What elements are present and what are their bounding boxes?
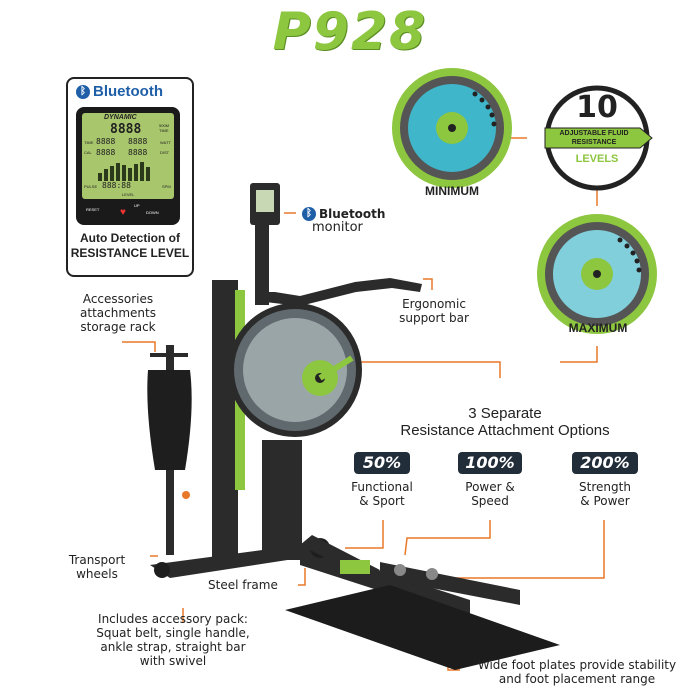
ergonomic-callout: Ergonomic support bar: [398, 297, 470, 325]
maximum-dial-illustration: [537, 214, 657, 334]
accessories-line1: Accessories: [82, 292, 154, 306]
lcd-display: DYNAMIC 8888 500M TIME TIME CAL WATT DIS…: [82, 113, 174, 199]
maximum-label: MAXIMUM: [568, 321, 628, 335]
bluetooth-monitor-brand: Bluetooth: [319, 207, 386, 221]
console-up-button[interactable]: UP: [134, 203, 140, 208]
attachment-option-50: 50% Functional & Sport: [346, 452, 418, 508]
adjustable-text: ADJUSTABLE FLUID RESISTANCE: [548, 129, 640, 147]
lcd-label-dist: DIST: [160, 150, 170, 155]
adjustable-line1: ADJUSTABLE FLUID: [559, 130, 629, 137]
lcd-main-digits: 8888: [110, 122, 142, 137]
accessories-line2: attachments: [80, 306, 156, 320]
attachment-option-100: 100% Power & Speed: [454, 452, 526, 508]
monitor-panel: ᛒ Bluetooth DYNAMIC 8888 500M TIME TIME …: [66, 77, 194, 277]
console-reset-button[interactable]: RESET: [86, 207, 100, 212]
bluetooth-label: Bluetooth: [93, 83, 163, 100]
attachments-heading-line2: Resistance Attachment Options: [400, 422, 610, 439]
attachment-pct-200: 200%: [572, 452, 638, 474]
minimum-dial-illustration: [392, 68, 512, 188]
accessories-line3: storage rack: [80, 320, 156, 334]
foot-line2: and foot placement range: [498, 672, 656, 686]
pack-line4: with swivel: [139, 654, 207, 668]
product-title: P928: [272, 2, 428, 62]
levels-count: 10: [576, 90, 618, 125]
attachment-50-line2: & Sport: [359, 494, 405, 508]
lcd-digits-a: 8888: [96, 137, 116, 146]
lcd-label-500m: 500M TIME: [159, 123, 170, 133]
bluetooth-monitor-text: monitor: [312, 220, 363, 235]
heart-icon: ♥: [120, 207, 126, 218]
lcd-level-bars: [98, 162, 150, 181]
attachment-100-line1: Power &: [465, 480, 515, 494]
pack-line2: Squat belt, single handle,: [96, 626, 250, 640]
accessory-pack-callout: Includes accessory pack: Squat belt, sin…: [78, 612, 268, 668]
attachment-option-200: 200% Strength & Power: [568, 452, 642, 508]
bluetooth-icon: ᛒ: [76, 84, 90, 99]
attachment-100-line2: Speed: [471, 494, 509, 508]
console-down-button[interactable]: DOWN: [146, 210, 159, 215]
monitor-bluetooth-badge: ᛒ Bluetooth: [76, 83, 163, 100]
transport-line1: Transport: [68, 553, 126, 567]
levels-label: LEVELS: [575, 153, 619, 165]
lcd-label-pulse: PULSE: [84, 184, 98, 189]
ergonomic-line1: Ergonomic: [402, 297, 466, 311]
lcd-digits-d: 8888: [128, 148, 148, 157]
lcd-label-spm: SPM: [162, 184, 171, 189]
adjustable-line2: RESISTANCE: [571, 139, 617, 146]
lcd-digits-b: 8888: [128, 137, 148, 146]
bluetooth-monitor-callout: ᛒ Bluetooth monitor: [302, 207, 385, 235]
transport-line2: wheels: [76, 567, 118, 581]
minimum-label: MINIMUM: [425, 184, 479, 198]
attachments-heading: 3 Separate Resistance Attachment Options: [355, 405, 655, 439]
monitor-caption-line1: Auto Detection of: [80, 231, 180, 245]
attachment-pct-100: 100%: [458, 452, 522, 474]
lcd-label-watt: WATT: [160, 140, 171, 145]
accessories-callout: Accessories attachments storage rack: [70, 292, 166, 334]
lcd-label-cal: CAL: [84, 150, 92, 155]
callout-lines: [122, 137, 605, 671]
bluetooth-monitor-badge: ᛒ Bluetooth: [302, 207, 385, 221]
transport-callout: Transport wheels: [64, 553, 130, 581]
steel-frame-callout: Steel frame: [208, 578, 278, 592]
pack-line3: ankle strap, straight bar: [100, 640, 246, 654]
bluetooth-monitor-icon: ᛒ: [302, 207, 316, 221]
lcd-label-time: TIME: [84, 140, 94, 145]
attachment-50-line1: Functional: [351, 480, 413, 494]
lcd-digits-c: 8888: [96, 148, 116, 157]
monitor-caption: Auto Detection of RESISTANCE LEVEL: [68, 231, 192, 261]
lcd-digits-level: 888:88: [102, 181, 131, 190]
foot-line1: Wide foot plates provide stability: [477, 658, 677, 672]
attachment-200-line2: & Power: [580, 494, 630, 508]
attachment-200-line1: Strength: [579, 480, 631, 494]
console-brand: DYNAMIC: [104, 114, 137, 121]
foot-plates-callout: Wide foot plates provide stability and f…: [462, 658, 692, 686]
ergonomic-line2: support bar: [399, 311, 469, 325]
pack-line1: Includes accessory pack:: [98, 612, 248, 626]
rowing-machine-illustration: [147, 183, 560, 670]
attachments-heading-line1: 3 Separate: [468, 405, 542, 422]
console-body: DYNAMIC 8888 500M TIME TIME CAL WATT DIS…: [76, 107, 180, 225]
levels-badge-illustration: [544, 85, 653, 191]
monitor-caption-line2: RESISTANCE LEVEL: [70, 246, 190, 260]
attachment-pct-50: 50%: [354, 452, 410, 474]
lcd-label-level: LEVEL: [122, 192, 135, 197]
